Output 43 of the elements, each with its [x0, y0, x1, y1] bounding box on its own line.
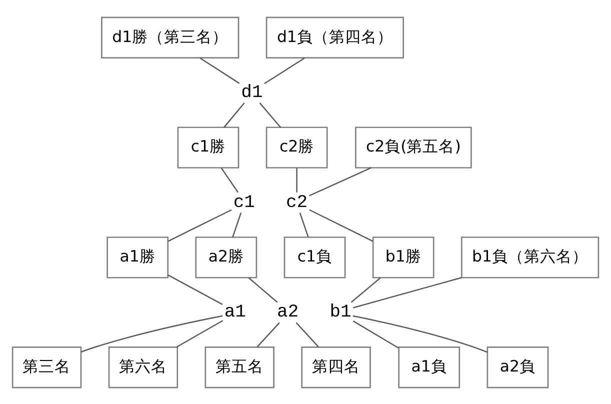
node-box: 第五名 [204, 346, 274, 388]
connector [299, 212, 309, 237]
connector [248, 276, 278, 302]
connector [352, 314, 488, 352]
node-box: a2負 [486, 346, 549, 388]
node-box: d1勝（第三名） [101, 16, 240, 58]
node-box: 第六名 [108, 346, 178, 388]
node-box: c1勝 [177, 126, 240, 168]
node-text: c1 [233, 192, 255, 212]
node-box: d1負（第四名） [266, 16, 404, 58]
node-text: b1 [330, 302, 352, 322]
connector [81, 314, 223, 352]
node-box: c1負 [284, 236, 346, 278]
node-box: a1勝 [106, 236, 169, 278]
connector [353, 276, 462, 308]
connector [296, 168, 298, 192]
node-box: a2勝 [195, 236, 258, 278]
connector [309, 208, 374, 242]
node-box: 第三名 [12, 346, 82, 388]
node-box: c2勝 [266, 126, 328, 168]
connector [220, 167, 238, 192]
connector [296, 322, 320, 348]
connector [264, 57, 305, 84]
connector [224, 102, 245, 128]
connector [168, 208, 232, 242]
node-box: a1負 [398, 346, 460, 388]
node-text: a2 [277, 302, 299, 322]
node-box: b1負（第六名） [460, 236, 600, 278]
connector [168, 274, 223, 304]
connector [352, 320, 399, 348]
connector [259, 102, 282, 128]
connector [309, 166, 372, 196]
connector [176, 320, 224, 348]
connector [350, 276, 381, 302]
node-text: c2 [286, 192, 308, 212]
node-box: 第四名 [301, 346, 371, 388]
connector [232, 212, 242, 237]
connector [256, 322, 280, 348]
node-text: d1 [241, 82, 263, 102]
node-box: c2負(第五名) [355, 126, 472, 168]
connector [200, 57, 240, 84]
node-box: b1勝 [372, 236, 434, 278]
node-text: a1 [224, 302, 246, 322]
